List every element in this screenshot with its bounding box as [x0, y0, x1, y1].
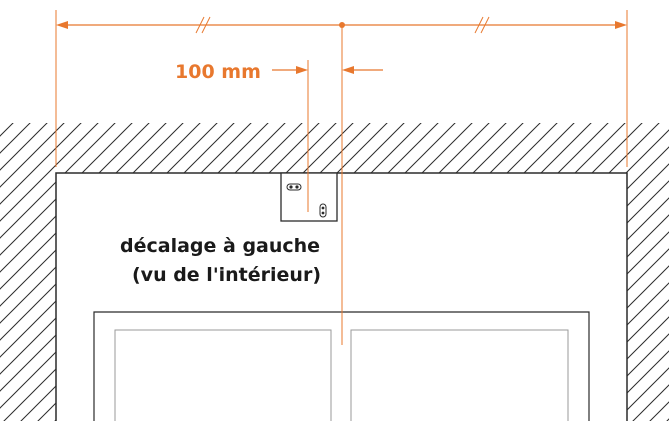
window-panel-right [350, 329, 569, 421]
wall-hatch [0, 123, 669, 421]
window-panel-left [114, 329, 332, 421]
equal-mark-right [474, 16, 490, 34]
width-dimension [55, 10, 628, 345]
device-connector-icon [286, 183, 302, 191]
offset-arrow-left-icon [296, 66, 308, 74]
caption-line-2: (vu de l'intérieur) [132, 264, 321, 286]
offset-arrow-right-icon [342, 66, 354, 74]
offset-label: 100 mm [175, 61, 261, 83]
equal-mark-left [195, 16, 211, 34]
arrow-right-icon [615, 21, 627, 29]
caption-line-1: décalage à gauche [120, 235, 320, 257]
device-box [280, 172, 338, 222]
offset-dimension [272, 60, 383, 212]
device-switch-icon [319, 203, 327, 218]
arrow-left-icon [56, 21, 68, 29]
